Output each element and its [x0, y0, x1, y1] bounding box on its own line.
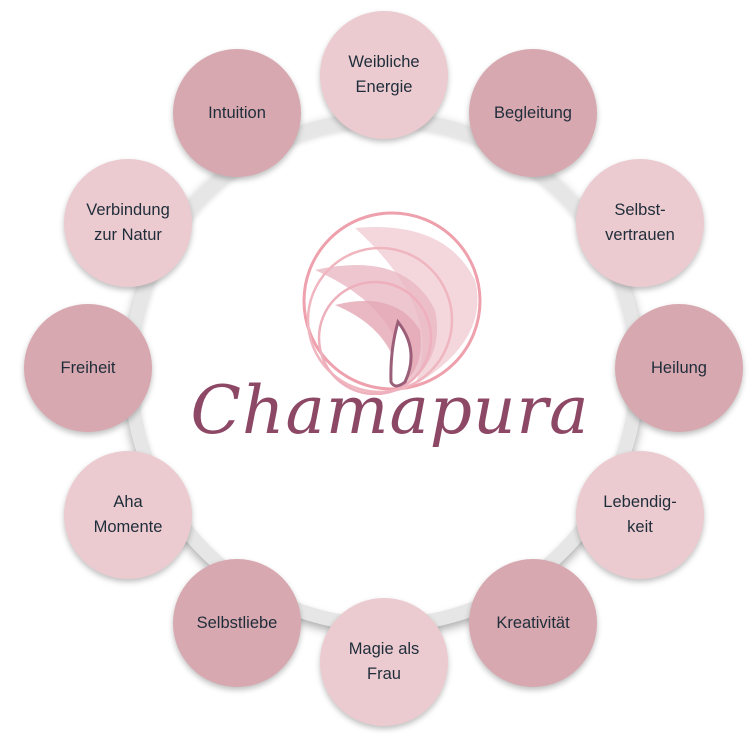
node-selbstliebe: Selbstliebe — [173, 559, 301, 687]
brand-title: Chamapura — [190, 372, 590, 449]
node-heilung: Heilung — [615, 304, 743, 432]
node-begleitung: Begleitung — [469, 49, 597, 177]
node-verbindung-zur-natur: Verbindung zur Natur — [64, 159, 192, 287]
logo-flower-icon — [302, 211, 482, 395]
node-weibliche-energie: Weibliche Energie — [320, 11, 448, 139]
node-freiheit: Freiheit — [24, 304, 152, 432]
node-magie-als-frau: Magie als Frau — [320, 598, 448, 726]
node-intuition: Intuition — [173, 49, 301, 177]
node-selbstvertrauen: Selbst- vertrauen — [576, 159, 704, 287]
node-lebendigkeit: Lebendig- keit — [576, 451, 704, 579]
node-aha-momente: Aha Momente — [64, 451, 192, 579]
node-kreativitaet: Kreativität — [469, 559, 597, 687]
